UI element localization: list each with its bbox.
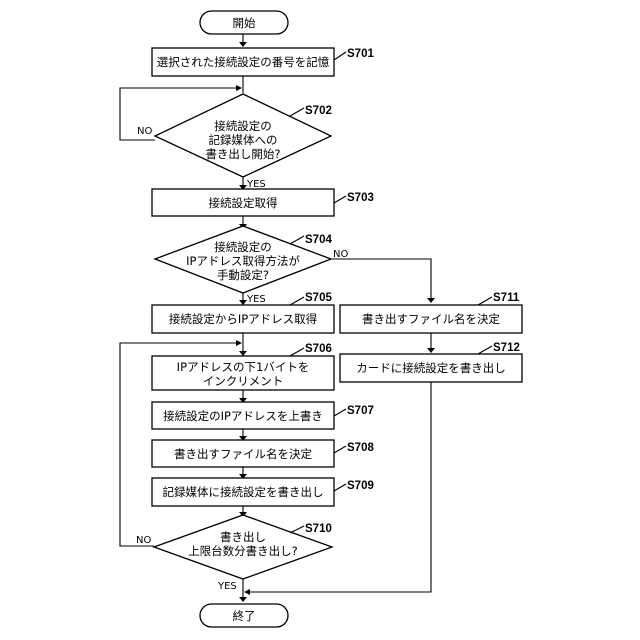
start-terminal-label: 開始	[233, 16, 256, 30]
step-leader-s708	[334, 446, 346, 453]
step-id-s709: S709	[347, 480, 374, 492]
branch-label-s710-no: NO	[136, 535, 151, 546]
arrowhead-s706-loop	[236, 340, 242, 346]
end-terminal-label: 終了	[233, 609, 256, 623]
decision-s704-line-2: IPアドレス取得方法が	[186, 254, 300, 268]
process-s708: 書き出すファイル名を決定 S708	[152, 440, 374, 467]
branch-label-s710-yes: YES	[217, 581, 237, 592]
step-leader-s701	[334, 52, 346, 60]
arrowhead-end	[239, 597, 247, 602]
step-id-s705: S705	[305, 292, 332, 304]
step-id-s701: S701	[347, 48, 374, 60]
step-id-s708: S708	[347, 442, 374, 454]
process-s712-label: カードに接続設定を書き出し	[356, 361, 506, 375]
decision-s710: 書き出し 上限台数分書き出し? S710 NO YES	[136, 515, 332, 592]
arrowhead-s705	[239, 300, 247, 305]
process-s706-line-2: インクリメント	[203, 374, 284, 388]
arrowhead-s701	[239, 42, 247, 47]
step-id-s704: S704	[305, 234, 332, 246]
arrowhead-s712	[427, 348, 435, 353]
branch-label-s702-no: NO	[137, 126, 152, 137]
start-terminal: 開始	[200, 11, 288, 34]
process-s703: 接続設定取得 S703	[152, 189, 374, 216]
step-id-s703: S703	[347, 192, 374, 204]
arrowhead-s706	[239, 351, 247, 356]
decision-s702-line-1: 接続設定の	[214, 119, 272, 133]
process-s707-label: 接続設定のIPアドレスを上書き	[163, 409, 323, 423]
process-s703-label: 接続設定取得	[209, 196, 278, 210]
decision-s710-line-2: 上限台数分書き出し?	[188, 544, 298, 558]
branch-label-s704-no: NO	[333, 249, 348, 260]
step-id-s712: S712	[493, 342, 520, 354]
decision-s702-line-2: 記録媒体への	[209, 133, 278, 147]
step-leader-s709	[334, 484, 346, 491]
branch-label-s704-yes: YES	[246, 294, 266, 305]
process-s701-label: 選択された接続設定の番号を記憶	[157, 55, 330, 69]
process-s705-label: 接続設定からIPアドレス取得	[169, 312, 317, 326]
step-leader-s702	[290, 108, 304, 116]
decision-s702: 接続設定の 記録媒体への 書き出し開始? S702 NO YES	[137, 94, 332, 190]
end-terminal: 終了	[200, 604, 288, 627]
step-leader-s706	[290, 348, 304, 356]
process-s707: 接続設定のIPアドレスを上書き S707	[152, 402, 374, 429]
step-leader-s710	[290, 526, 304, 533]
process-s711-label: 書き出すファイル名を決定	[362, 312, 500, 326]
arrowhead-s711	[427, 298, 435, 303]
step-leader-s703	[334, 196, 346, 203]
process-s709: 記録媒体に接続設定を書き出し S709	[152, 478, 374, 506]
step-id-s702: S702	[305, 105, 332, 117]
process-s709-label: 記録媒体に接続設定を書き出し	[163, 485, 324, 499]
connector-s704-no-s711	[331, 259, 431, 299]
step-leader-s707	[334, 409, 346, 416]
process-s701: 選択された接続設定の番号を記憶 S701	[152, 48, 374, 76]
step-leader-s711	[478, 297, 492, 305]
decision-s704-line-1: 接続設定の	[214, 240, 272, 254]
decision-s702-line-3: 書き出し開始?	[205, 147, 280, 161]
step-leader-s705	[290, 297, 304, 305]
decision-s704-line-3: 手動設定?	[217, 268, 269, 282]
step-id-s710: S710	[305, 523, 332, 535]
step-id-s707: S707	[347, 405, 374, 417]
step-id-s711: S711	[493, 292, 520, 304]
arrowhead-merge-end	[244, 589, 250, 595]
process-s706-line-1: IPアドレスの下1バイトを	[177, 360, 310, 374]
arrowhead-s702-loop	[236, 85, 242, 91]
process-s708-label: 書き出すファイル名を決定	[174, 447, 312, 461]
step-id-s706: S706	[305, 343, 332, 355]
decision-s710-line-1: 書き出し	[220, 530, 266, 544]
step-leader-s704	[290, 236, 304, 244]
step-leader-s712	[478, 346, 492, 354]
